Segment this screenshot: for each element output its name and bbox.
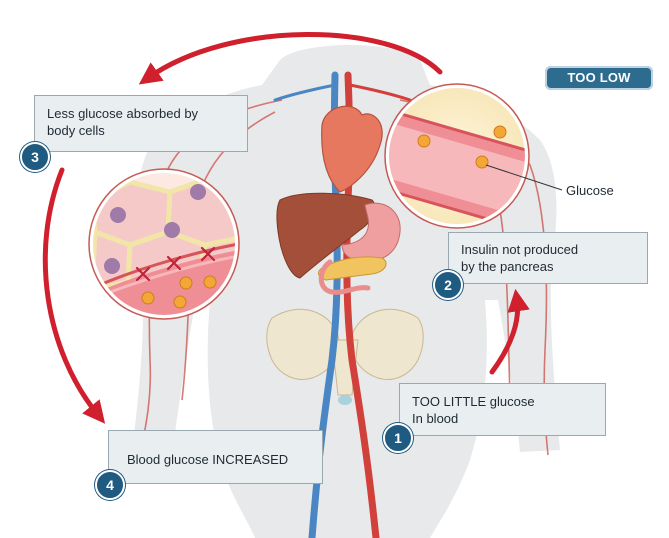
- glucose-molecule: [173, 295, 187, 309]
- step-3-line-1: Less glucose absorbed by: [47, 106, 199, 121]
- step-2-line-2: by the pancreas: [461, 259, 554, 274]
- magnified-blood-vessel: [384, 83, 563, 229]
- arrow-right: [489, 288, 530, 375]
- glucose-pointer: [485, 164, 563, 191]
- status-badge: TOO LOW: [545, 66, 653, 90]
- stomach-organ: [341, 202, 401, 263]
- glucose-molecule: [475, 155, 489, 169]
- step-3-badge: 3: [20, 142, 50, 172]
- step-1-line-2: In blood: [412, 411, 459, 426]
- step-1-box: TOO LITTLE glucose In blood: [399, 383, 606, 436]
- glucose-callout-label: Glucose: [566, 183, 614, 198]
- cell-nucleus: [104, 258, 120, 274]
- duodenum: [318, 259, 371, 295]
- glucose-molecule: [141, 291, 155, 305]
- step-1-line-1: TOO LITTLE glucose: [412, 394, 535, 409]
- step-3-box: Less glucose absorbed by body cells: [34, 95, 248, 152]
- cycle-arrows: [42, 32, 530, 424]
- arrow-top: [138, 32, 443, 85]
- heart-organ: [321, 105, 383, 193]
- step-4-badge: 4: [95, 470, 125, 500]
- glucose-molecule: [493, 125, 507, 139]
- step-2-box: Insulin not produced by the pancreas: [448, 232, 648, 284]
- step-1-badge: 1: [383, 423, 413, 453]
- step-2-line-1: Insulin not produced: [461, 242, 579, 257]
- glucose-molecule: [179, 276, 193, 290]
- pelvis-bone: [266, 308, 424, 405]
- step-2-badge: 2: [433, 270, 463, 300]
- step-4-box: Blood glucose INCREASED: [108, 430, 323, 484]
- cell-nucleus: [164, 222, 180, 238]
- cell-nucleus: [190, 184, 206, 200]
- arrow-left: [42, 167, 106, 424]
- glucose-molecule: [417, 134, 431, 148]
- step-4-line-1: Blood glucose INCREASED: [127, 452, 289, 467]
- liver-organ: [276, 192, 376, 279]
- cell-nucleus: [110, 207, 126, 223]
- glucose-molecule: [203, 275, 217, 289]
- step-3-line-2: body cells: [47, 123, 105, 138]
